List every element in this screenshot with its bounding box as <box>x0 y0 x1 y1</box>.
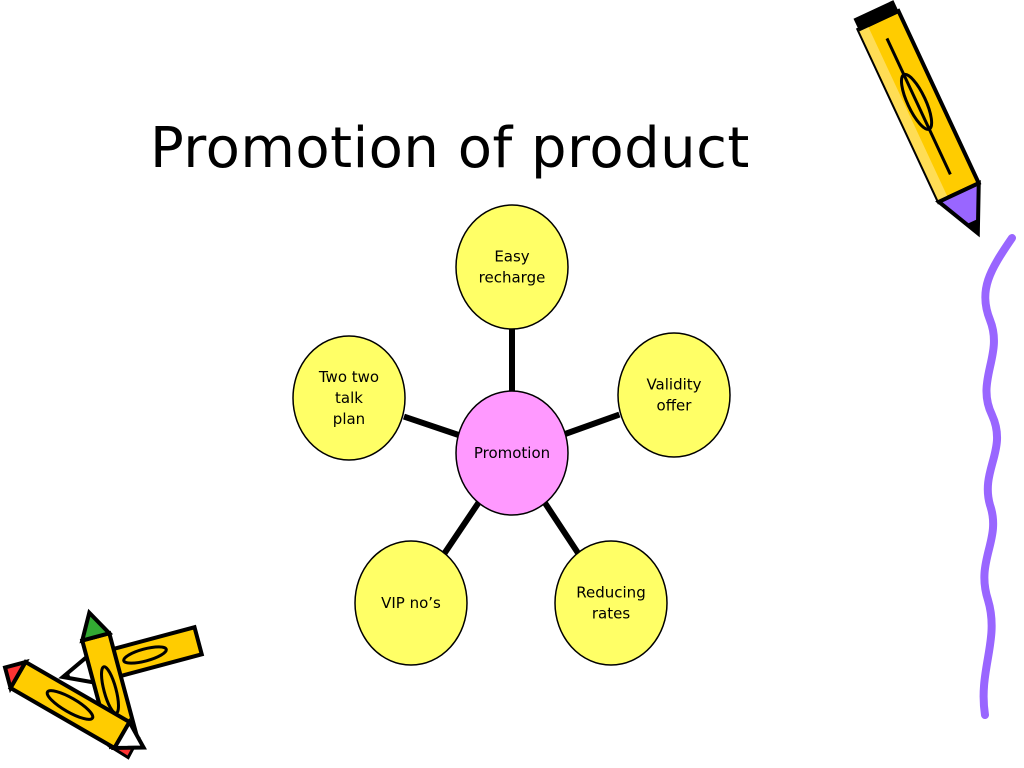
node-label: plan <box>333 410 365 428</box>
center-circle <box>455 390 569 516</box>
slide-title: Promotion of product <box>150 116 750 181</box>
center-label: Promotion <box>474 444 550 462</box>
node-label: Two two <box>318 368 379 386</box>
squiggle-decoration <box>979 234 1016 719</box>
node-two-two-talk-plan: Two two talk plan <box>292 335 406 461</box>
node-label: Reducing <box>576 584 645 602</box>
node-label: rates <box>592 605 630 623</box>
connector-vip-nos <box>440 497 484 557</box>
node-reducing-rates: Reducing rates <box>554 540 668 666</box>
node-easy-recharge: Easy recharge <box>455 204 569 330</box>
node-label: offer <box>657 397 693 415</box>
pencil-icon <box>58 624 205 686</box>
node-circle <box>354 540 468 666</box>
node-circle <box>292 335 406 461</box>
center-node-promotion: Promotion <box>455 390 569 516</box>
node-label: VIP no’s <box>381 594 441 612</box>
connector-two-two-talk-plan <box>402 413 460 438</box>
node-circle <box>617 332 731 458</box>
node-label: recharge <box>479 269 546 287</box>
node-circle <box>455 204 569 330</box>
node-validity-offer: Validity offer <box>617 332 731 458</box>
node-vip-nos: VIP no’s <box>354 540 468 666</box>
pencil-icon <box>2 658 147 751</box>
node-label: Validity <box>646 376 701 394</box>
pencil-icon <box>853 0 982 238</box>
node-circle <box>554 540 668 666</box>
node-label: Easy <box>494 248 529 266</box>
node-label: talk <box>335 389 363 407</box>
connector-validity-offer <box>563 411 621 437</box>
connector-reducing-rates <box>540 498 582 557</box>
